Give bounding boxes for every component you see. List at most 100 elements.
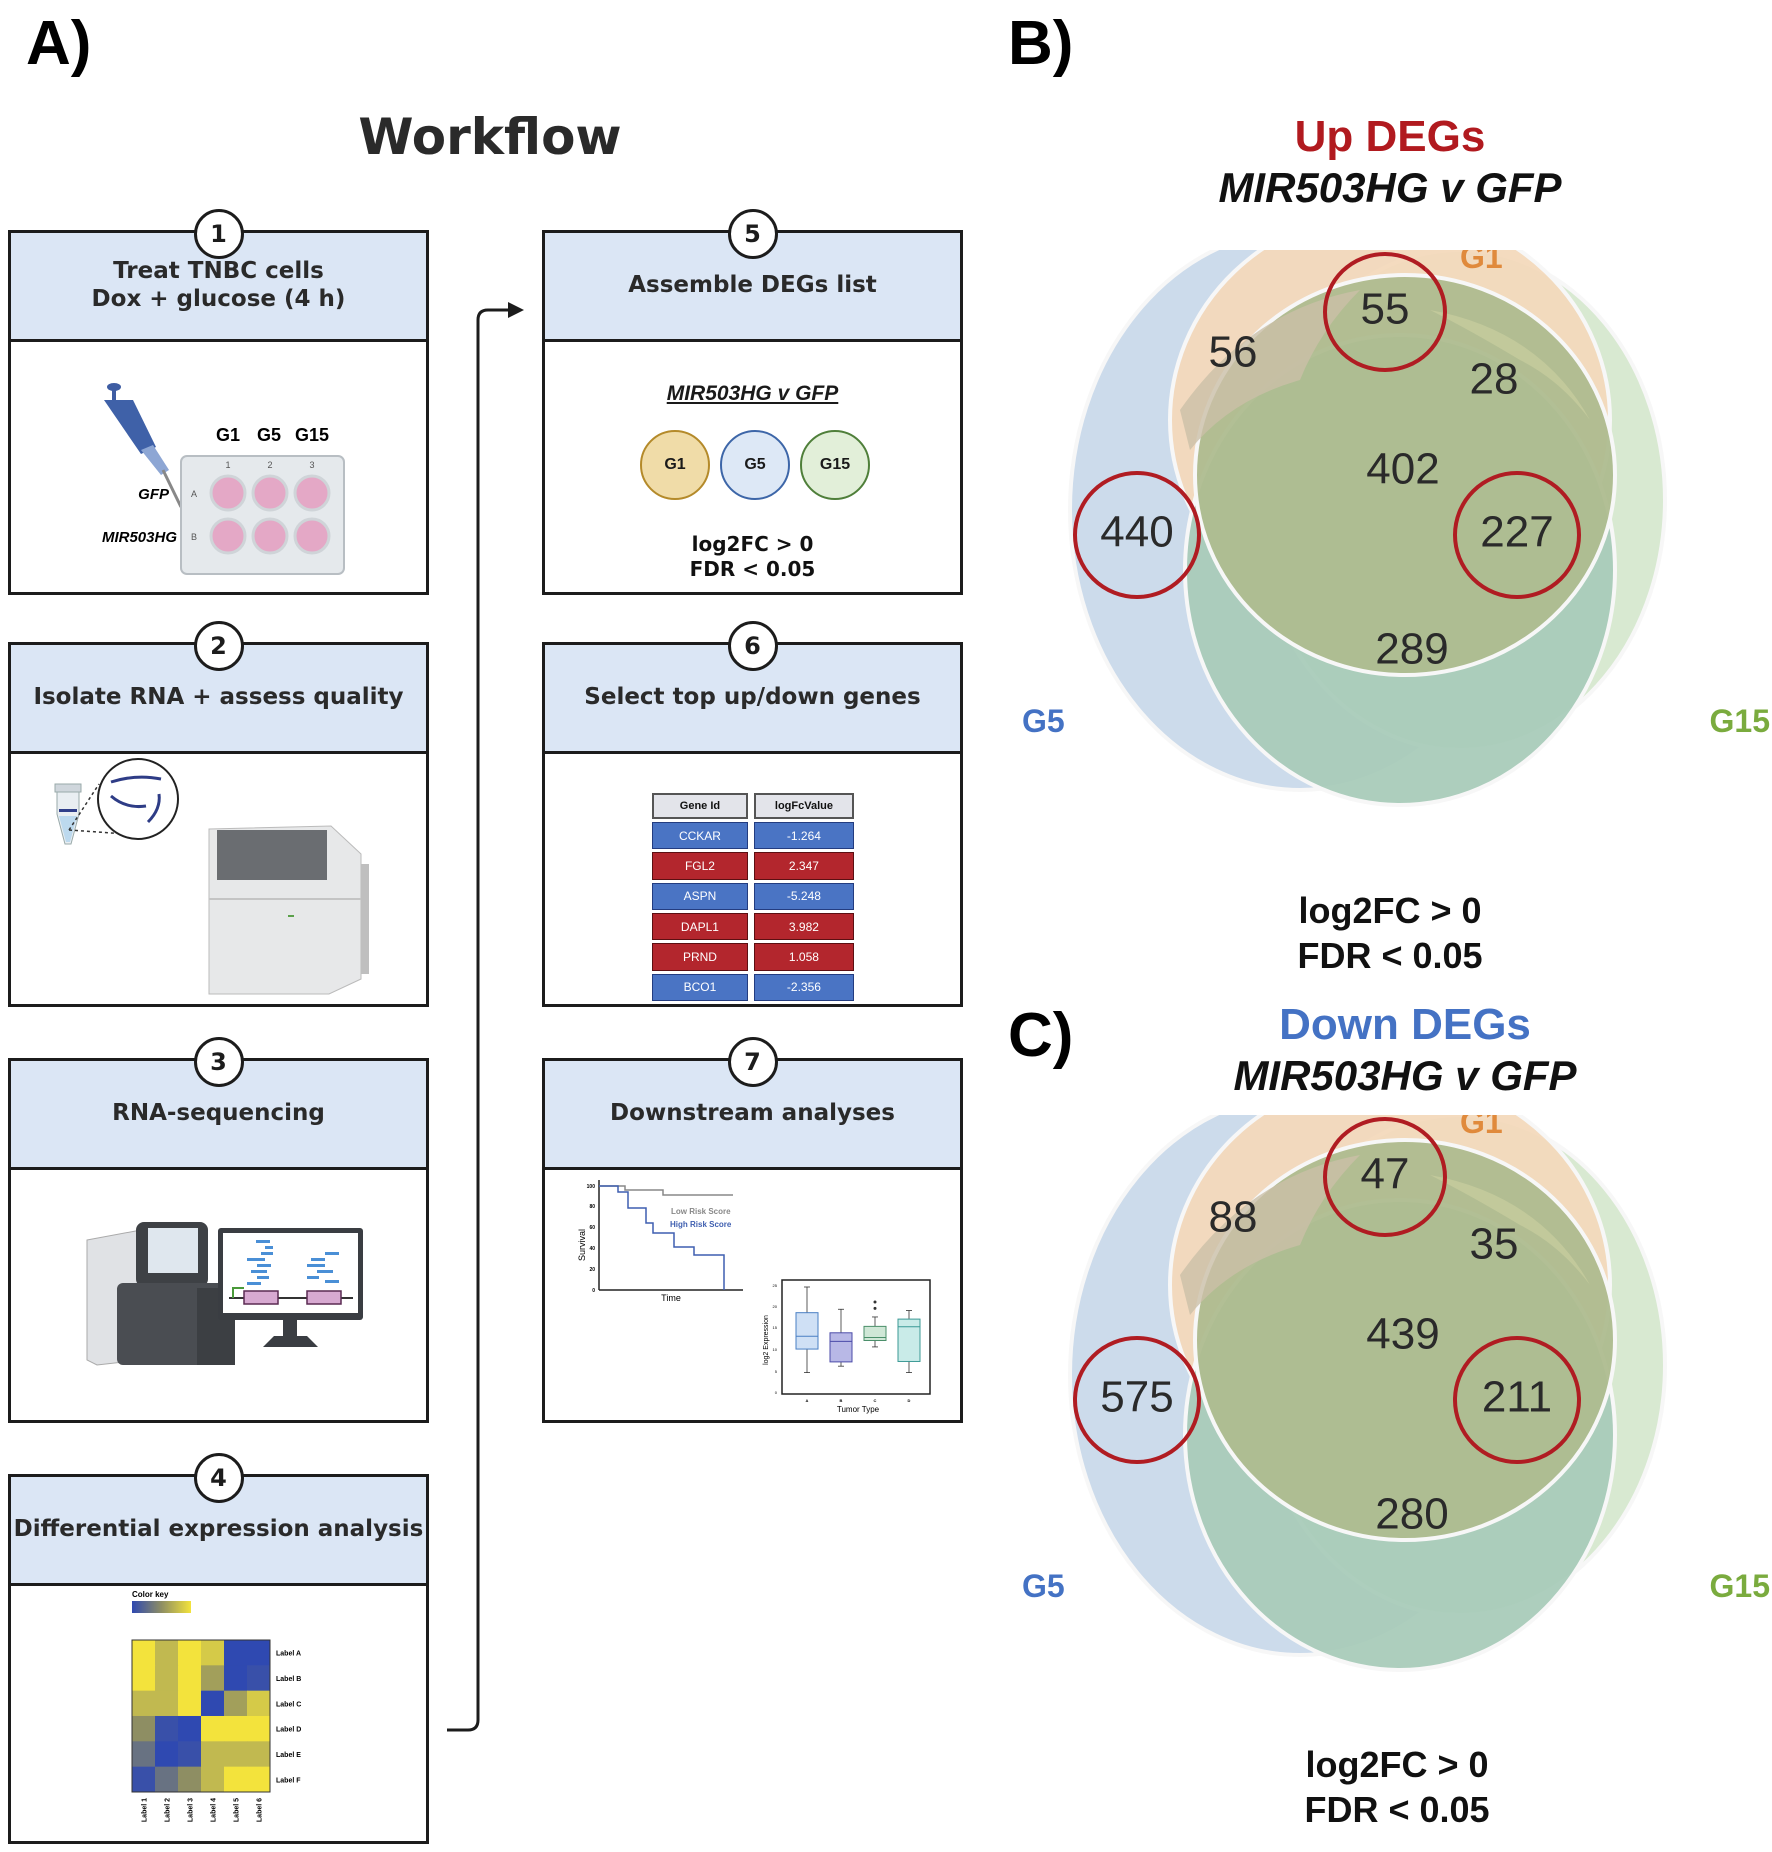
box-iqr (863, 1325, 887, 1342)
panel-b-label: B) (1008, 9, 1074, 78)
heatmap-row-label: Label E (276, 1752, 301, 1759)
step-header: Downstream analyses (545, 1061, 960, 1170)
step-1-illustration: G1 G5 G15 1 2 3 A B GFP MIR503HG (11, 342, 426, 592)
box-iqr (829, 1332, 853, 1363)
heatmap-row-label: Label C (276, 1701, 301, 1708)
logfc-value-cell: 2.347 (754, 852, 854, 880)
venn-up-criteria: log2FC > 0 FDR < 0.05 (1297, 890, 1483, 976)
table-row: ASPN-5.248 (651, 882, 854, 910)
workflow-step-2: 2 Isolate RNA + assess quality (8, 621, 429, 1007)
step-number-badge: 3 (193, 1037, 244, 1087)
heatmap-cell (155, 1690, 179, 1717)
step-number-badge: 5 (727, 209, 778, 259)
deg-criteria: log2FC > 0 FDR < 0.05 (689, 532, 816, 581)
step-7-content: 0 20 40 60 80 100 Survival Time Low Risk… (545, 1170, 960, 1420)
microcentrifuge-tube-icon (54, 783, 82, 845)
logfc-value-cell: 3.982 (754, 912, 854, 941)
box-outlier (873, 1300, 877, 1304)
plate-row-letter: A (191, 489, 197, 499)
logfc-value-cell: -5.248 (754, 882, 854, 910)
gene-id-cell: DAPL1 (651, 912, 749, 941)
group-circle-g5: G5 (720, 430, 790, 500)
venn-region-g1-g5 (1180, 1155, 1360, 1315)
venn-set-label-g5: G5 (1022, 703, 1065, 739)
step-number-badge: 6 (727, 621, 778, 671)
heatmap-cell (224, 1766, 248, 1793)
venn-set-label-g15: G15 (1710, 1568, 1770, 1604)
heatmap-col-label: Label 1 (142, 1798, 149, 1822)
plate-group-label: G5 (257, 425, 281, 445)
venn-count-g15-only: 227 (1480, 508, 1553, 557)
step-title: Downstream analyses (610, 1100, 895, 1127)
heatmap-row-label: Label F (276, 1777, 301, 1784)
table-row: CCKAR-1.264 (651, 822, 854, 850)
plate-col-number: 1 (225, 460, 230, 470)
km-high-risk-line (599, 1185, 725, 1290)
box-ytick: 15 (773, 1325, 778, 1330)
heatmap-cell (178, 1715, 202, 1742)
venn-region-g1-g5 (1180, 290, 1360, 450)
workflow-step-1: 1 Treat TNBC cells Dox + glucose (4 h) G… (8, 209, 429, 595)
step-3-illustration (11, 1170, 426, 1420)
well-plate-illustration: G1 G5 G15 1 2 3 A B GFP MIR503HG (102, 383, 345, 575)
six-well-plate (180, 455, 345, 575)
plate-row-letter: B (191, 532, 197, 542)
step-number-badge: 2 (193, 621, 244, 671)
plate-row-label-mir503hg: MIR503HG (102, 529, 177, 546)
km-legend-low: Low Risk Score (671, 1207, 731, 1216)
step-title: RNA-sequencing (112, 1100, 325, 1127)
step-title: Differential expression analysis (13, 1516, 424, 1543)
venn-set-label-g15: G15 (1710, 703, 1770, 739)
venn-count-g1-g5: 56 (1209, 328, 1258, 377)
box-category: D (908, 1398, 911, 1403)
highlight-ring (1073, 471, 1201, 599)
step-5-content: MIR503HG v GFP G1 G5 G15 log2FC > 0 FDR … (545, 342, 960, 592)
heatmap-cell (201, 1715, 225, 1742)
venn-set-label-g1: G1 (1460, 250, 1503, 275)
venn-up-subtitle: MIR503HG v GFP (1218, 164, 1562, 211)
heatmap-col-label: Label 5 (234, 1798, 241, 1822)
heatmap-cell (155, 1741, 179, 1768)
km-ytick: 20 (589, 1267, 595, 1273)
color-key-bar (132, 1601, 191, 1613)
step-number-badge: 1 (193, 209, 244, 259)
venn-set-label-g1: G1 (1460, 1115, 1503, 1140)
plate-col-number: 2 (267, 460, 272, 470)
rna-magnify-icon (68, 758, 179, 840)
heatmap-cell (224, 1665, 248, 1692)
box-category: B (840, 1398, 843, 1403)
heatmap-cell (155, 1766, 179, 1793)
box-ylabel: log2 Expression (763, 1315, 770, 1365)
step-title: Isolate RNA + assess quality (33, 684, 404, 711)
box-outlier (873, 1306, 877, 1310)
workflow-step-4: 4 Differential expression analysis Color… (8, 1453, 429, 1844)
pipette-icon (104, 383, 183, 508)
table-header-logfc: logFcValue (754, 793, 854, 819)
km-legend-high: High Risk Score (670, 1220, 732, 1229)
panel-c-label: C) (1008, 1001, 1074, 1070)
highlight-ring (1323, 252, 1447, 372)
venn-set-label-g5: G5 (1022, 1568, 1065, 1604)
venn-count-g1-only: 55 (1361, 285, 1410, 334)
heatmap-cell (247, 1640, 271, 1666)
survival-curve-plot: 0 20 40 60 80 100 Survival Time Low Risk… (577, 1180, 743, 1303)
logfc-value-cell: -1.264 (754, 822, 854, 850)
heatmap-cell (132, 1766, 156, 1793)
box-ytick: 0 (775, 1390, 778, 1395)
workflow-connector-arrow (447, 302, 524, 1732)
step-title: Assemble DEGs list (628, 272, 877, 299)
heatmap-cell (201, 1766, 225, 1793)
plate-wells (209, 474, 331, 555)
plate-row-label-gfp: GFP (138, 486, 170, 503)
step-header: Isolate RNA + assess quality (11, 645, 426, 754)
km-ylabel: Survival (577, 1229, 587, 1261)
logfc-value-cell: -2.356 (754, 973, 854, 1001)
gene-id-cell: ASPN (651, 882, 749, 910)
gene-id-cell: FGL2 (651, 852, 749, 880)
gene-id-cell: BCO1 (651, 973, 749, 1001)
box-ytick: 10 (773, 1347, 778, 1352)
sequencer-instrument-icon (86, 1222, 235, 1366)
